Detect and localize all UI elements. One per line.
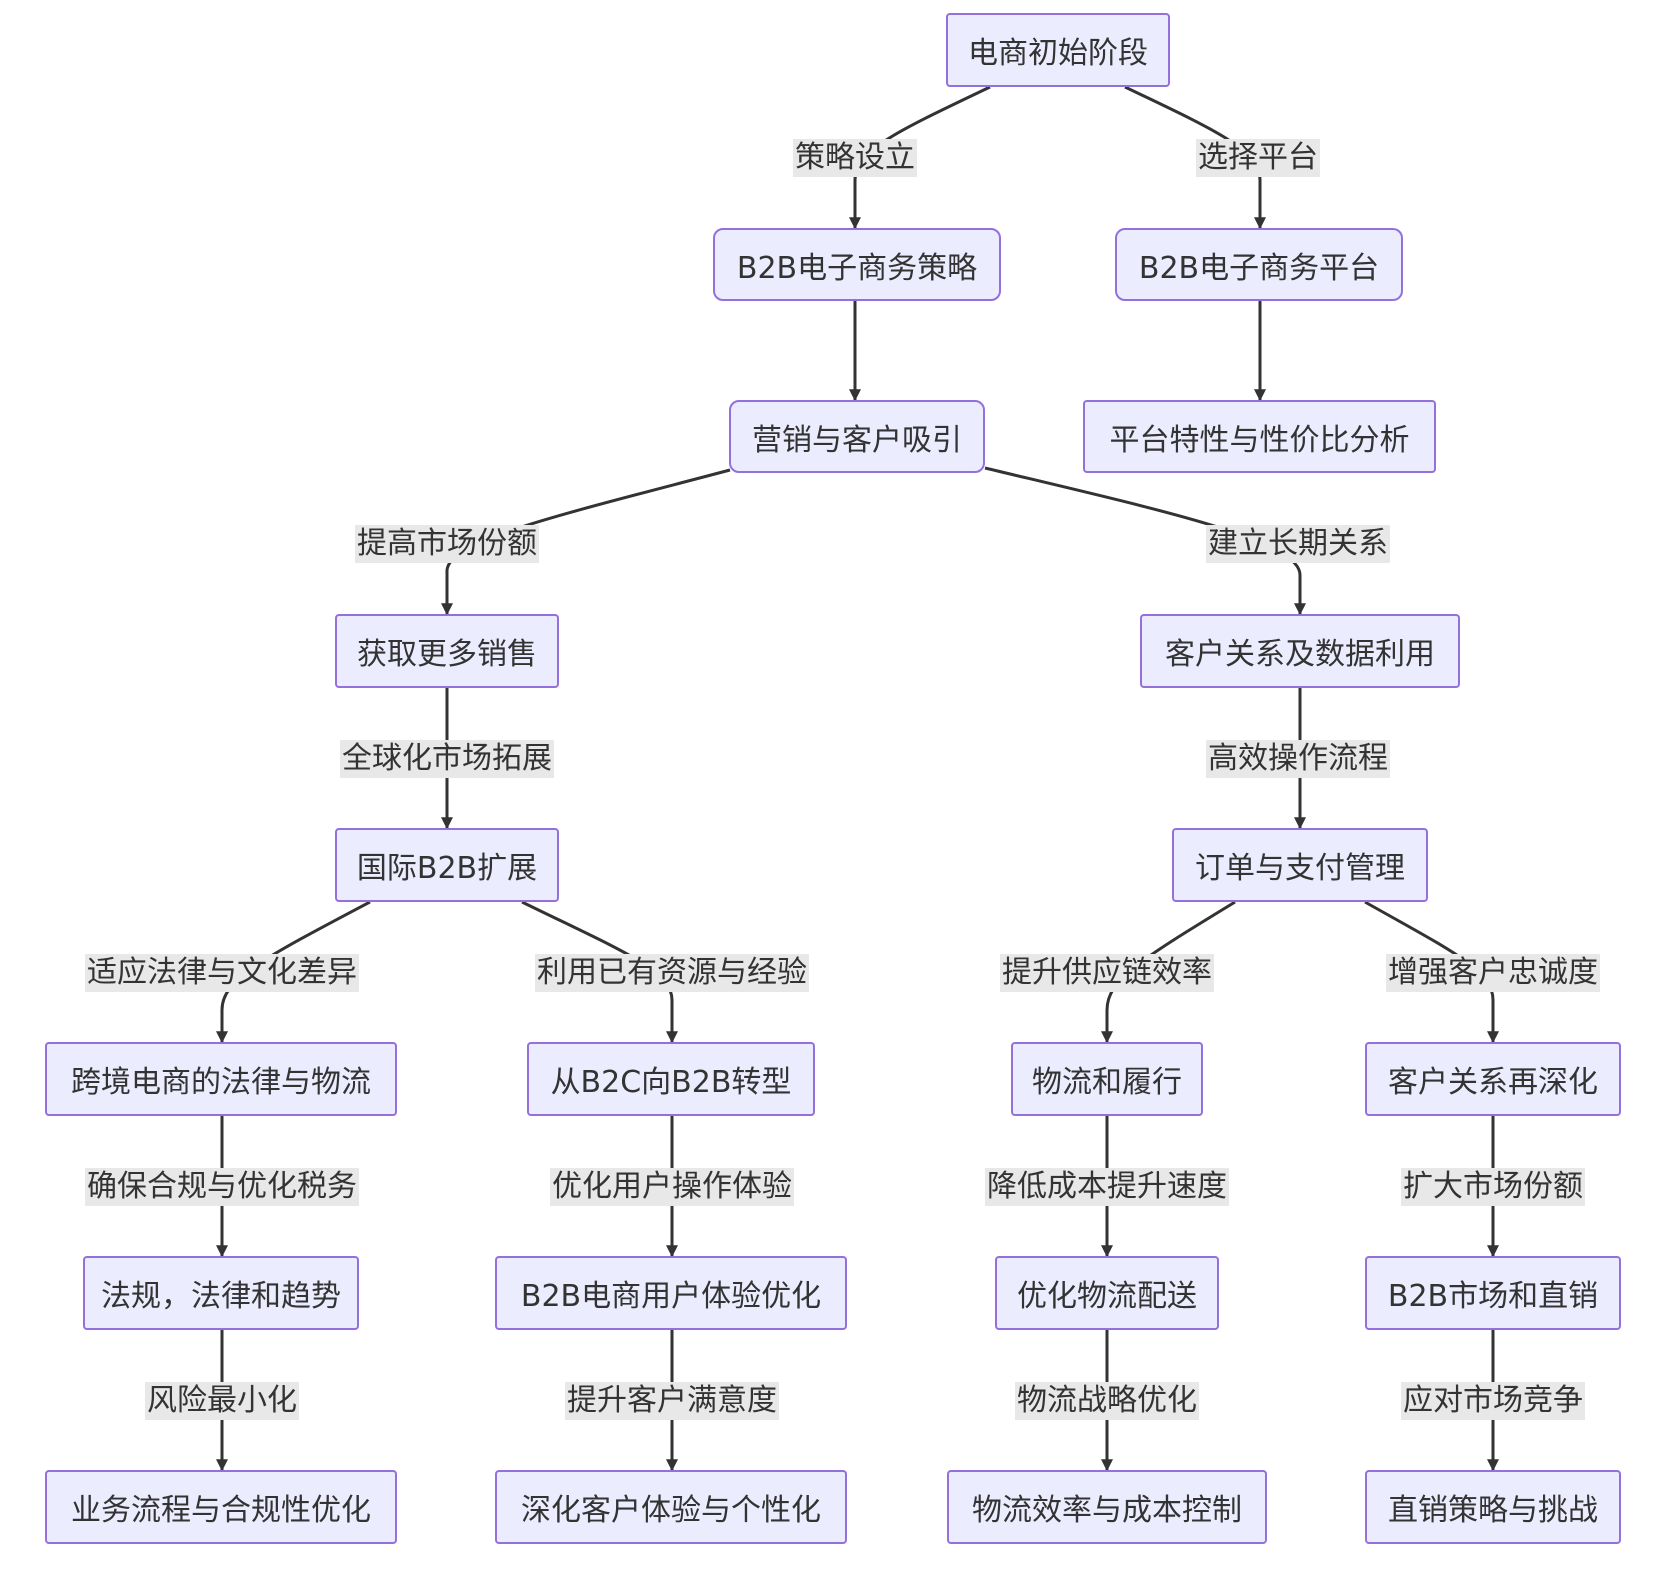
node-intl-b2b[interactable]: 国际B2B扩展 [335, 828, 559, 902]
edge-label-efficient-ops: 高效操作流程 [1206, 740, 1390, 778]
node-ux-opt[interactable]: B2B电商用户体验优化 [495, 1256, 847, 1330]
node-logistics-cost[interactable]: 物流效率与成本控制 [947, 1470, 1267, 1544]
node-logistics-delivery[interactable]: 优化物流配送 [995, 1256, 1219, 1330]
node-logistics-fulfill[interactable]: 物流和履行 [1011, 1042, 1203, 1116]
node-platform-analysis[interactable]: 平台特性与性价比分析 [1083, 400, 1436, 473]
edge-label-adapt-law: 适应法律与文化差异 [85, 954, 359, 992]
node-crm-data[interactable]: 客户关系及数据利用 [1140, 614, 1460, 688]
edge-label-ux-ops: 优化用户操作体验 [550, 1168, 794, 1206]
edge-label-global-expand: 全球化市场拓展 [340, 740, 554, 778]
node-platform[interactable]: B2B电子商务平台 [1115, 228, 1403, 301]
edge-label-choose-platform: 选择平台 [1196, 139, 1320, 177]
edge-label-compliance-tax: 确保合规与优化税务 [85, 1168, 359, 1206]
node-process-compliance[interactable]: 业务流程与合规性优化 [45, 1470, 397, 1544]
node-regulations[interactable]: 法规，法律和趋势 [83, 1256, 359, 1330]
node-crossborder[interactable]: 跨境电商的法律与物流 [45, 1042, 397, 1116]
node-more-sales[interactable]: 获取更多销售 [335, 614, 559, 688]
edge-label-strategy-setup: 策略设立 [793, 139, 917, 177]
node-order-payment[interactable]: 订单与支付管理 [1172, 828, 1428, 902]
node-b2c-to-b2b[interactable]: 从B2C向B2B转型 [527, 1042, 815, 1116]
edge-label-logistics-strategy: 物流战略优化 [1015, 1382, 1199, 1420]
node-marketing[interactable]: 营销与客户吸引 [729, 400, 985, 473]
node-crm-deepen[interactable]: 客户关系再深化 [1365, 1042, 1621, 1116]
edge-label-raise-share: 提高市场份额 [355, 525, 539, 563]
edge-label-satisfaction: 提升客户满意度 [565, 1382, 779, 1420]
node-strategy[interactable]: B2B电子商务策略 [713, 228, 1001, 301]
edge-label-expand-share: 扩大市场份额 [1401, 1168, 1585, 1206]
edge-label-long-term: 建立长期关系 [1206, 525, 1390, 563]
node-direct-strategy[interactable]: 直销策略与挑战 [1365, 1470, 1621, 1544]
node-deepen-cx[interactable]: 深化客户体验与个性化 [495, 1470, 847, 1544]
edge-label-risk-min: 风险最小化 [145, 1382, 299, 1420]
edge-label-loyalty: 增强客户忠诚度 [1386, 954, 1600, 992]
edge-label-cost-speed: 降低成本提升速度 [985, 1168, 1229, 1206]
edge-label-compete: 应对市场竞争 [1401, 1382, 1585, 1420]
edge-label-supply-chain: 提升供应链效率 [1000, 954, 1214, 992]
edge-label-use-resources: 利用已有资源与经验 [535, 954, 809, 992]
node-b2b-direct[interactable]: B2B市场和直销 [1365, 1256, 1621, 1330]
node-start[interactable]: 电商初始阶段 [946, 13, 1170, 87]
